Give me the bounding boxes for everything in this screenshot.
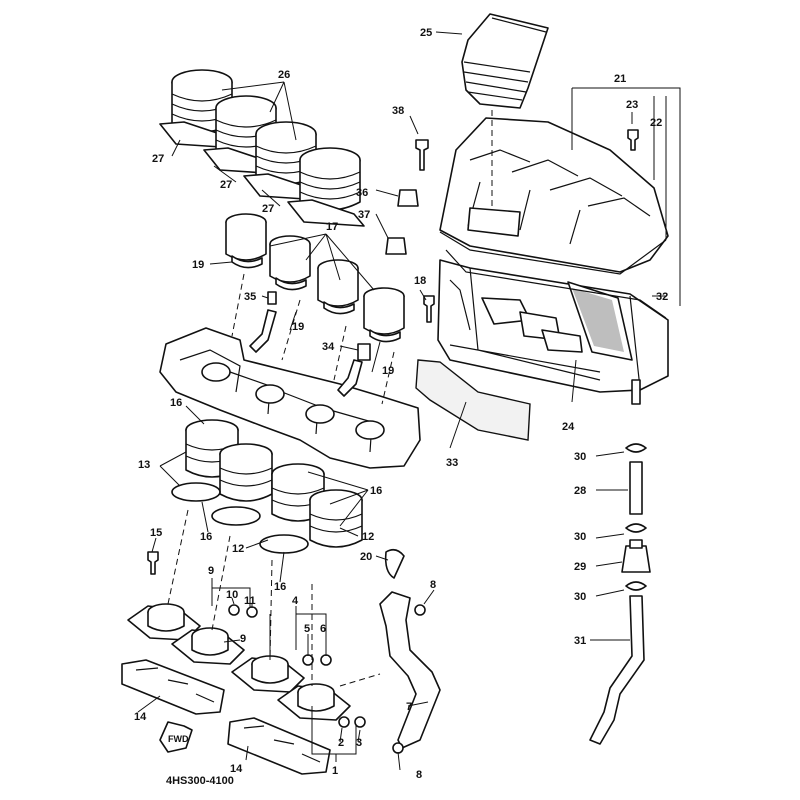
callout-27b: 27: [220, 179, 232, 191]
intake-duct: [461, 13, 549, 109]
alignment-lines: [167, 110, 493, 687]
carburetor-bank: [159, 309, 421, 469]
callout-18: 18: [414, 275, 426, 287]
callout-14b: 14: [230, 763, 243, 775]
callout-26: 26: [278, 69, 290, 81]
callout-25: 25: [420, 27, 432, 39]
callout-23: 23: [626, 99, 638, 111]
callout-8b: 8: [416, 769, 422, 781]
callout-37: 37: [358, 209, 370, 221]
callout-17: 17: [326, 221, 338, 233]
clip-20: [384, 548, 405, 579]
leader-lines: [137, 31, 681, 771]
callout-34: 34: [322, 341, 335, 353]
intake-manifolds: [121, 551, 441, 775]
forward-arrow: FWD: [159, 721, 193, 753]
callout-16: 16: [170, 397, 182, 409]
callout-5: 5: [304, 623, 310, 635]
callout-14: 14: [134, 711, 147, 723]
diagram-code: 4HS300-4100: [166, 775, 234, 787]
carb-joints: [225, 213, 405, 361]
joint-clamps: [171, 419, 405, 579]
intake-boots: [159, 69, 365, 227]
vent-tube-right: [337, 359, 363, 397]
callout-12: 12: [362, 531, 374, 543]
hose-7: [379, 591, 441, 749]
drain-plug: [621, 545, 651, 573]
callout-19c: 19: [382, 365, 394, 377]
callout-30c: 30: [574, 591, 586, 603]
callout-3: 3: [356, 737, 362, 749]
clamp-lower: [625, 581, 647, 591]
callout-31: 31: [574, 635, 586, 647]
bolt-15: [147, 551, 159, 575]
callout-30b: 30: [574, 531, 586, 543]
callout-16b: 16: [370, 485, 382, 497]
callout-30: 30: [574, 451, 586, 463]
callout-32: 32: [656, 291, 668, 303]
vent-tube-left: [249, 309, 277, 353]
callout-8: 8: [430, 579, 436, 591]
callout-9b: 9: [240, 633, 246, 645]
callout-labels: 25 21 23 22 26 38 27 27 27 36 37 17 19 1…: [134, 27, 668, 781]
callout-6: 6: [320, 623, 326, 635]
callout-36: 36: [356, 187, 368, 199]
callout-38: 38: [392, 105, 404, 117]
fasteners-top: [385, 129, 639, 323]
clamp-upper: [625, 443, 647, 453]
callout-16d: 16: [274, 581, 286, 593]
callout-28: 28: [574, 485, 586, 497]
air-filter-case: [415, 13, 669, 441]
callout-22: 22: [650, 117, 662, 129]
callout-11: 11: [244, 595, 256, 607]
vent-hose-34: [357, 343, 371, 361]
callout-15: 15: [150, 527, 162, 539]
drain-assembly: [589, 443, 651, 745]
clamp-band: [211, 506, 261, 526]
bolt-18: [423, 295, 435, 323]
callout-2: 2: [338, 737, 344, 749]
bolt-38: [415, 139, 429, 171]
callout-27: 27: [152, 153, 164, 165]
callout-16c: 16: [200, 531, 212, 543]
callout-27c: 27: [262, 203, 274, 215]
clamp-middle: [625, 523, 647, 533]
callout-35: 35: [244, 291, 256, 303]
gasket-14-lower: [227, 717, 331, 775]
callout-10: 10: [226, 589, 238, 601]
forward-label: FWD: [168, 734, 189, 744]
gasket-14-upper: [121, 659, 225, 715]
grommet-36: [397, 189, 419, 207]
callout-4: 4: [292, 595, 299, 607]
callout-12b: 12: [232, 543, 244, 555]
collar-37: [385, 237, 407, 255]
callout-19: 19: [192, 259, 204, 271]
callout-33: 33: [446, 457, 458, 469]
vent-hose-35: [267, 291, 277, 305]
air-filter-element: [567, 281, 633, 361]
callout-24: 24: [562, 421, 575, 433]
drain-hose-short: [629, 461, 643, 515]
callout-19b: 19: [292, 321, 304, 333]
callout-7: 7: [406, 701, 412, 713]
sponge: [415, 359, 531, 441]
clamp-band: [171, 482, 221, 502]
callout-29: 29: [574, 561, 586, 573]
callout-20: 20: [360, 551, 372, 563]
drain-hose-long: [589, 595, 645, 745]
callout-13: 13: [138, 459, 150, 471]
bolt-23: [627, 129, 639, 151]
callout-9: 9: [208, 565, 214, 577]
callout-1: 1: [332, 765, 338, 777]
clamp-band: [259, 534, 309, 554]
callout-21: 21: [614, 73, 626, 85]
